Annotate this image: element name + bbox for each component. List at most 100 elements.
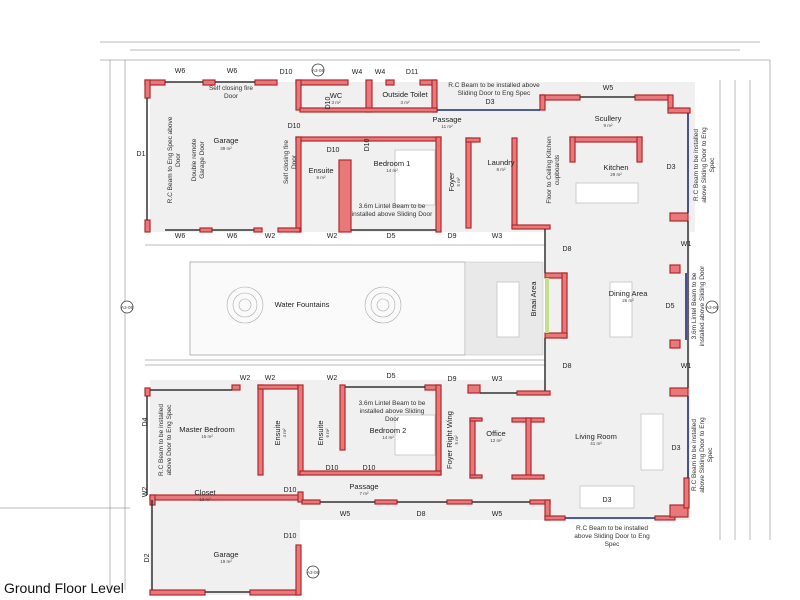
svg-text:W5: W5 (340, 511, 351, 518)
annotations: Self closing fire Door R.C Beam to be in… (158, 82, 716, 548)
braai-counter (545, 278, 549, 333)
svg-text:D3: D3 (486, 99, 495, 106)
room-garage: Garage (213, 550, 238, 559)
svg-text:D8: D8 (417, 511, 426, 518)
dimension-lines (0, 41, 771, 590)
svg-text:Spec: Spec (709, 157, 716, 173)
svg-text:A3-08: A3-08 (307, 570, 320, 575)
room-office: Office (486, 429, 505, 438)
svg-text:W6: W6 (227, 68, 238, 75)
svg-text:W2: W2 (327, 233, 338, 240)
note: 3.6m Lintel Beam to be (359, 203, 426, 210)
svg-text:W6: W6 (175, 233, 186, 240)
svg-text:D10: D10 (364, 138, 371, 151)
svg-text:D10: D10 (284, 533, 297, 540)
room-outside-toilet: Outside Toilet (382, 90, 428, 99)
svg-text:Sliding Door to Eng Spec: Sliding Door to Eng Spec (458, 90, 531, 97)
svg-text:6 m²: 6 m² (325, 428, 330, 438)
room-kitchen: Kitchen (603, 163, 628, 172)
svg-text:W5: W5 (603, 85, 614, 92)
svg-text:26 m²: 26 m² (622, 298, 634, 303)
svg-text:D10: D10 (326, 465, 339, 472)
svg-text:14 m²: 14 m² (382, 435, 394, 440)
svg-text:29 m²: 29 m² (610, 172, 622, 177)
svg-text:D2: D2 (144, 553, 151, 562)
svg-text:W6: W6 (175, 68, 186, 75)
note: Self closing fire (209, 85, 253, 92)
drawing-title: Ground Floor Level (4, 580, 124, 596)
floor-areas (150, 82, 695, 595)
svg-text:A3-06: A3-06 (121, 305, 134, 310)
sofa (640, 413, 664, 471)
svg-text:D3: D3 (672, 445, 681, 452)
svg-text:39 m²: 39 m² (220, 146, 232, 151)
section-marker: A3-06 (120, 300, 134, 314)
svg-text:W3: W3 (492, 376, 503, 383)
svg-text:19 m²: 19 m² (220, 559, 232, 564)
svg-text:above Sliding Door to Eng: above Sliding Door to Eng (699, 417, 706, 493)
svg-text:A3-06: A3-06 (706, 305, 719, 310)
note: R.C Beam to be installed (158, 404, 165, 476)
svg-text:41 m²: 41 m² (590, 441, 602, 446)
note: 3.6m Lintel Beam to be (691, 272, 698, 339)
room-braai-area: Braai Area (529, 281, 538, 317)
svg-text:Spec: Spec (707, 447, 714, 463)
svg-text:D1: D1 (137, 151, 146, 158)
walls (144, 79, 691, 596)
svg-text:D10: D10 (325, 96, 332, 109)
svg-text:D10: D10 (280, 69, 293, 76)
svg-text:9 m²: 9 m² (604, 123, 614, 128)
note: R.C Beam to be installed (576, 525, 648, 532)
svg-text:5 m²: 5 m² (456, 177, 461, 187)
svg-text:D3: D3 (603, 497, 612, 504)
svg-text:D10: D10 (327, 147, 340, 154)
openings (146, 81, 689, 593)
svg-text:W4: W4 (375, 69, 386, 76)
svg-text:D5: D5 (387, 373, 396, 380)
svg-text:W2: W2 (265, 233, 276, 240)
room-garage: Garage (213, 136, 238, 145)
svg-text:8 m²: 8 m² (497, 167, 507, 172)
svg-text:D10: D10 (363, 465, 376, 472)
note: 3.6m Lintel Beam to be (359, 400, 426, 407)
room-closet: Closet (194, 488, 216, 497)
sofa (579, 485, 635, 509)
svg-text:W4: W4 (352, 69, 363, 76)
room-foyer: Foyer (447, 172, 456, 192)
water-fountains-label: Water Fountains (275, 300, 330, 309)
water-fountain-pool (189, 261, 466, 356)
svg-text:7 m²: 7 m² (360, 491, 370, 496)
room-dining-area: Dining Area (609, 289, 649, 298)
fountain-left (226, 286, 264, 324)
svg-text:W1: W1 (681, 241, 692, 248)
svg-text:Door: Door (224, 93, 239, 100)
section-marker: A3-06 (311, 63, 324, 77)
room-foyer-right-wing: Foyer Right Wing (445, 411, 454, 469)
svg-text:above Sliding Door to Eng: above Sliding Door to Eng (701, 127, 708, 203)
room-bedroom-2: Bedroom 2 (370, 426, 407, 435)
room-passage: Passage (432, 115, 461, 124)
svg-text:D8: D8 (563, 246, 572, 253)
note: Double remote (191, 138, 198, 181)
svg-text:Garage Door: Garage Door (199, 140, 206, 178)
svg-text:11 m²: 11 m² (441, 124, 453, 129)
room-bedroom-1: Bedroom 1 (374, 159, 411, 168)
svg-text:13 m²: 13 m² (199, 497, 211, 502)
svg-text:Door: Door (385, 416, 400, 423)
svg-text:D10: D10 (288, 123, 301, 130)
svg-text:W5: W5 (492, 511, 503, 518)
svg-text:Spec: Spec (605, 541, 621, 548)
room-living-room: Living Room (575, 432, 617, 441)
svg-text:D10: D10 (284, 487, 297, 494)
svg-text:W2: W2 (240, 375, 251, 382)
room-ensuite: Ensuite (308, 166, 333, 175)
svg-text:D5: D5 (387, 233, 396, 240)
bed (394, 414, 436, 456)
svg-text:cupboards: cupboards (554, 154, 561, 185)
room-ensuite: Ensuite (316, 420, 325, 445)
svg-text:Door: Door (175, 152, 182, 167)
svg-text:12 m²: 12 m² (490, 438, 502, 443)
svg-text:W1: W1 (681, 363, 692, 370)
svg-text:W2: W2 (142, 487, 149, 498)
room-scullery: Scullery (595, 114, 622, 123)
